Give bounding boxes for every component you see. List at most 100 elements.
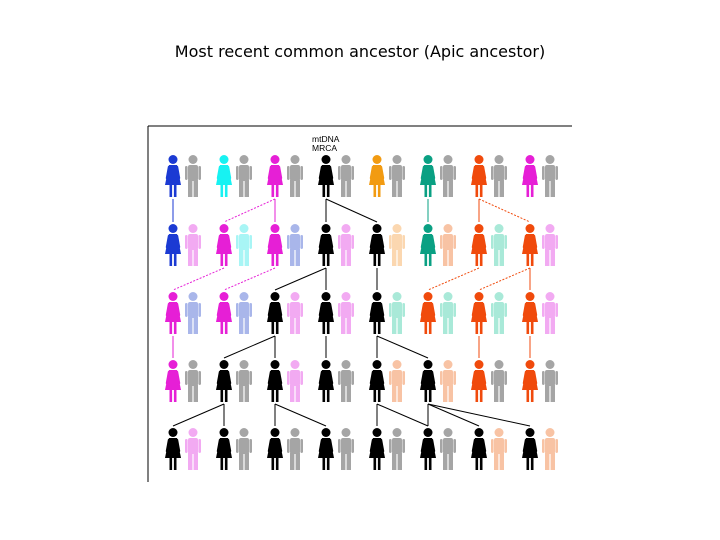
female-figure-g3-1 [165, 292, 181, 334]
male-figure-g1-10 [389, 155, 405, 197]
male-figure-g5-16 [542, 428, 558, 470]
head [423, 155, 433, 164]
male-figure-g4-8 [338, 360, 354, 402]
male-figure-g2-8 [338, 224, 354, 266]
head [545, 292, 555, 301]
lineage-links [172, 198, 531, 427]
lineage-link-8 [478, 198, 531, 223]
head [494, 360, 504, 369]
head [239, 292, 249, 301]
female-figure-g2-1 [165, 224, 181, 266]
male-figure-g1-16 [542, 155, 558, 197]
female-figure-g1-9 [369, 155, 385, 197]
female-figure-g4-5 [267, 360, 283, 402]
head [239, 360, 249, 369]
head [443, 224, 453, 233]
head [372, 292, 382, 301]
male-figure-g5-10 [389, 428, 405, 470]
male-figure-g2-6 [287, 224, 303, 266]
head [321, 428, 331, 437]
male-figure-g4-14 [491, 360, 507, 402]
female-figure-g4-15 [522, 360, 538, 402]
female-figure-g3-15 [522, 292, 538, 334]
female-figure-g1-7 [318, 155, 334, 197]
head [392, 428, 402, 437]
head [168, 155, 178, 164]
male-figure-g1-12 [440, 155, 456, 197]
head [392, 360, 402, 369]
male-figure-g2-4 [236, 224, 252, 266]
female-figure-g4-3 [216, 360, 232, 402]
male-figure-g1-14 [491, 155, 507, 197]
female-figure-g2-9 [369, 224, 385, 266]
head [188, 292, 198, 301]
head [474, 224, 484, 233]
lineage-link-32 [427, 403, 480, 427]
head [341, 224, 351, 233]
head [341, 292, 351, 301]
female-figure-g5-1 [165, 428, 181, 470]
female-figure-g5-13 [471, 428, 487, 470]
female-figure-g4-11 [420, 360, 436, 402]
head [525, 360, 535, 369]
head [474, 292, 484, 301]
head [168, 360, 178, 369]
head [494, 224, 504, 233]
male-figure-g5-6 [287, 428, 303, 470]
head [392, 224, 402, 233]
female-figure-g3-13 [471, 292, 487, 334]
head [270, 155, 280, 164]
male-figure-g3-16 [542, 292, 558, 334]
lineage-link-2 [223, 198, 276, 223]
male-figure-g5-8 [338, 428, 354, 470]
female-figure-g5-3 [216, 428, 232, 470]
head [239, 224, 249, 233]
head [341, 155, 351, 164]
female-figure-g1-15 [522, 155, 538, 197]
female-figure-g1-13 [471, 155, 487, 197]
head [443, 360, 453, 369]
mrca-label-line1: mtDNA [312, 134, 340, 144]
lineage-link-28 [274, 403, 327, 427]
head [545, 224, 555, 233]
head [270, 292, 280, 301]
male-figure-g2-14 [491, 224, 507, 266]
head [219, 360, 229, 369]
male-figure-g4-12 [440, 360, 456, 402]
female-figure-g1-3 [216, 155, 232, 197]
female-figure-g1-11 [420, 155, 436, 197]
male-figure-g4-4 [236, 360, 252, 402]
male-figure-g2-12 [440, 224, 456, 266]
female-figure-g4-7 [318, 360, 334, 402]
head [423, 292, 433, 301]
head [443, 428, 453, 437]
head [525, 155, 535, 164]
head [219, 224, 229, 233]
male-figure-g3-4 [236, 292, 252, 334]
male-figure-g2-2 [185, 224, 201, 266]
head [545, 155, 555, 164]
head [443, 155, 453, 164]
male-figure-g3-12 [440, 292, 456, 334]
head [321, 360, 331, 369]
head [290, 428, 300, 437]
female-figure-g5-5 [267, 428, 283, 470]
male-figure-g1-6 [287, 155, 303, 197]
male-figure-g3-8 [338, 292, 354, 334]
female-figure-g2-3 [216, 224, 232, 266]
lineage-link-9 [172, 267, 225, 291]
lineage-link-18 [223, 335, 276, 359]
head [219, 428, 229, 437]
female-figure-g2-7 [318, 224, 334, 266]
female-figure-g4-13 [471, 360, 487, 402]
head [188, 360, 198, 369]
head [474, 428, 484, 437]
head [474, 360, 484, 369]
female-figure-g5-7 [318, 428, 334, 470]
male-figure-g4-6 [287, 360, 303, 402]
head [188, 224, 198, 233]
head [494, 155, 504, 164]
female-figure-g2-5 [267, 224, 283, 266]
head [321, 224, 331, 233]
head [239, 428, 249, 437]
